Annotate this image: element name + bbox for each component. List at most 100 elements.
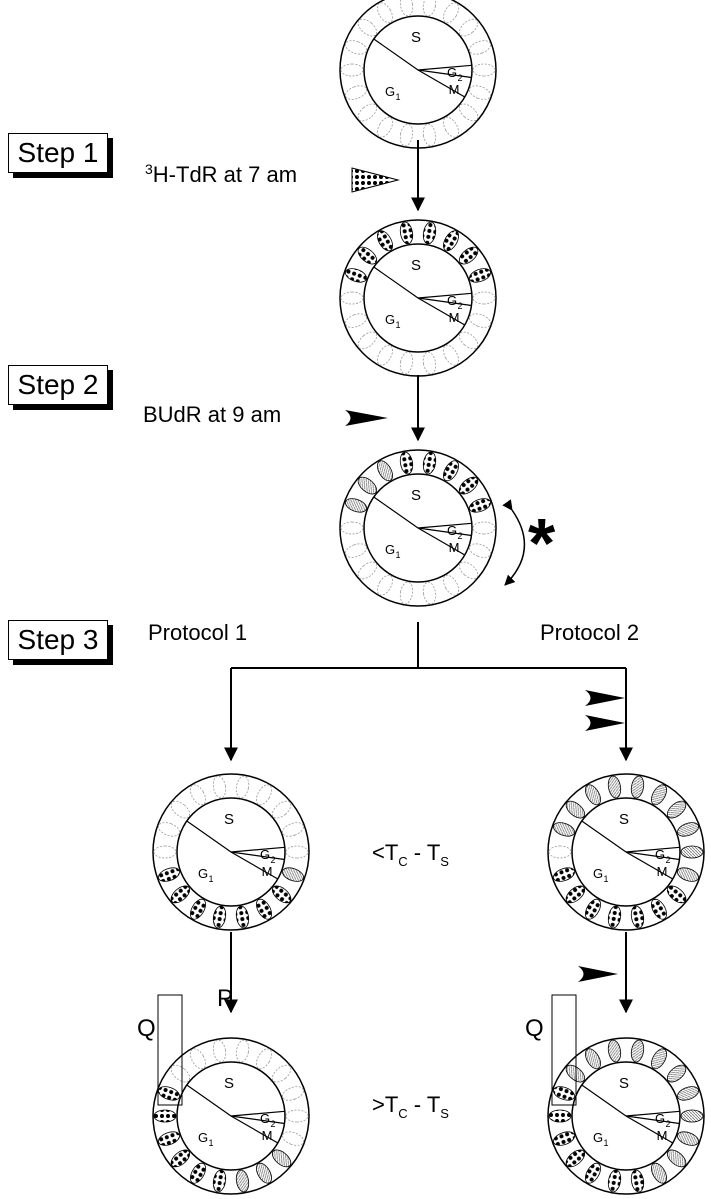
cell [271, 885, 292, 904]
divider-s-g2 [625, 1110, 680, 1117]
phase-s-label: S [619, 1075, 629, 1092]
divider-g2-m [417, 527, 472, 537]
divider-g1-s [373, 266, 419, 299]
cell [607, 775, 622, 799]
3h-tdr-pulse-icon [351, 167, 400, 193]
cell [170, 885, 191, 904]
cell [443, 2, 459, 24]
divider-s-g2 [417, 522, 472, 529]
cell [170, 1064, 191, 1083]
step-2-label: Step 2 [17, 369, 99, 400]
divider-g1-s [373, 38, 419, 71]
phase-g1-label: G [198, 1130, 208, 1145]
cell [607, 905, 622, 929]
cell [256, 898, 272, 920]
step-2-annotation: BUdR at 9 am [143, 402, 281, 428]
asterisk-marker: * [528, 504, 556, 582]
phase-m-label: M [657, 864, 668, 879]
cell [377, 344, 393, 366]
cell [357, 103, 378, 122]
divider-g2-m [230, 1115, 285, 1125]
step-1-box: Step 1 [8, 133, 108, 173]
phase-m-label: M [449, 82, 460, 97]
cell [680, 845, 704, 859]
phase-g1-sub: 1 [603, 874, 608, 884]
cell [607, 1169, 622, 1193]
cell [399, 123, 414, 147]
cell [548, 1109, 572, 1123]
cell [256, 1162, 272, 1184]
cell [458, 331, 479, 350]
budr-pulse-icon-protocol2-c [578, 966, 618, 982]
cell [190, 784, 206, 806]
cell [630, 905, 645, 929]
cell [469, 313, 491, 328]
budr-pulse-icon-step2 [345, 410, 388, 426]
step-2-annotation-text: BUdR at 9 am [143, 402, 282, 427]
cell [340, 291, 364, 305]
cell [212, 775, 227, 799]
divider-m-g1 [625, 1115, 674, 1144]
step-1-label: Step 1 [17, 137, 99, 168]
phase-g2-label: G [447, 523, 457, 538]
cell [469, 268, 491, 283]
tritium-superscript: 3 [145, 161, 153, 177]
cell [472, 63, 496, 77]
divider-g1-s [373, 496, 419, 529]
time-short-prefix: <T [372, 840, 399, 865]
cell [585, 784, 601, 806]
cell [553, 1131, 575, 1146]
divider-g2-m [625, 1115, 680, 1125]
cell [357, 246, 378, 265]
cell [212, 1039, 227, 1063]
cell [170, 800, 191, 819]
cell [282, 822, 304, 837]
time-short-c: C [398, 854, 408, 869]
cell [271, 1064, 292, 1083]
cell [399, 221, 414, 245]
cell [666, 885, 687, 904]
cell [357, 476, 378, 495]
cell [340, 521, 364, 535]
cell [399, 581, 414, 605]
time-long-prefix: >T [372, 1092, 399, 1117]
phase-g2-sub: 2 [457, 531, 462, 541]
cell [357, 561, 378, 580]
phase-g1-label: G [385, 542, 395, 557]
time-short-s: S [440, 854, 449, 869]
phase-g2-label: G [447, 293, 457, 308]
cell [677, 822, 699, 837]
cell [458, 476, 479, 495]
phase-g1-label: G [385, 312, 395, 327]
cell [677, 867, 699, 882]
phase-g1-label: G [593, 1130, 603, 1145]
cell [666, 1064, 687, 1083]
cell [565, 800, 586, 819]
cell [472, 521, 496, 535]
budr-pulse-icon-protocol2-a [585, 690, 625, 706]
cell [651, 784, 667, 806]
phase-g1-sub: 1 [208, 1138, 213, 1148]
phase-g2-label: G [655, 1111, 665, 1126]
cell [399, 351, 414, 375]
q-label-left: Q [137, 1015, 156, 1042]
cell [565, 1149, 586, 1168]
step-2-box: Step 2 [8, 365, 108, 405]
phase-g1-label: G [385, 84, 395, 99]
cell [422, 581, 437, 605]
cell [282, 1086, 304, 1101]
phase-s-label: S [411, 487, 421, 504]
divider-g1-s [186, 1084, 232, 1117]
cell [585, 1162, 601, 1184]
phase-g2-sub: 2 [457, 73, 462, 83]
q-cell-stack-right [551, 994, 577, 1106]
cell [458, 246, 479, 265]
phase-g1-sub: 1 [208, 874, 213, 884]
cell [158, 822, 180, 837]
cell [565, 885, 586, 904]
cell [235, 905, 250, 929]
divider-s-g2 [625, 846, 680, 853]
